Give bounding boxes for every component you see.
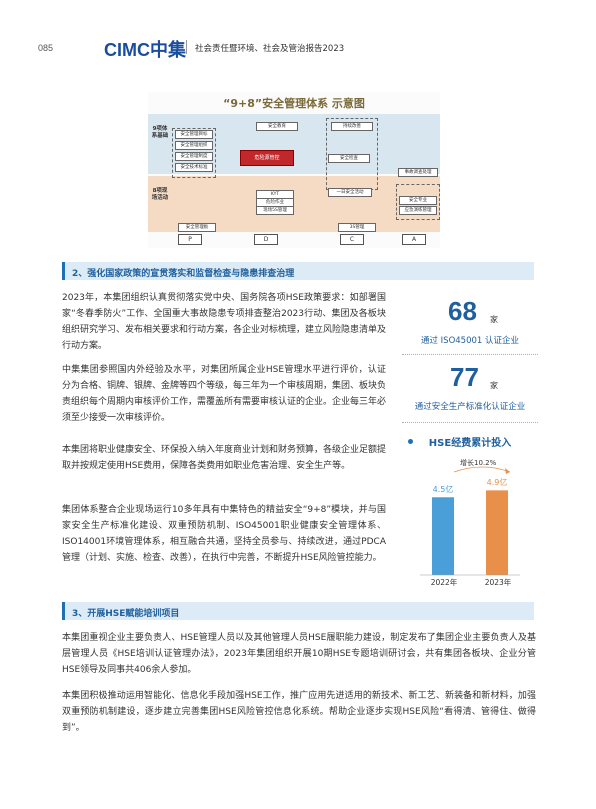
diagram-box: 安全教育: [256, 122, 298, 131]
diagram-box: 安全管理板: [178, 223, 216, 232]
diagram-box: 现场5S管理: [256, 206, 294, 215]
hse-chart-title: HSE经费累计投入: [402, 434, 538, 449]
section-title: 3、开展HSE赋能培训项目: [72, 609, 180, 619]
growth-annotation: 增长10.2%: [460, 459, 497, 467]
stat-number: 68: [448, 296, 477, 326]
safety-system-diagram: “9+8”安全管理体系 示意图 9项体系基础 8项现场活动 安全管理目标 安全管…: [148, 92, 440, 248]
hse-chart-title-text: HSE经费累计投入: [428, 438, 512, 449]
section-header: 2、强化国家政策的宣贯落实和监督检查与隐患排查治理: [62, 262, 534, 280]
x-tick-label: 2022年: [430, 578, 458, 587]
paragraph: 本集团将职业健康安全、环保投入纳入年度商业计划和财务预算，各级企业足额提取并按规…: [62, 445, 387, 471]
diagram-title: “9+8”安全管理体系 示意图: [223, 97, 365, 110]
report-title: 社会责任暨环境、社会及管治报告2023: [195, 44, 345, 54]
diagram-dashed-group: [172, 128, 216, 178]
paragraph: 2023年，本集团组织认真贯彻落实党中央、国务院各项HSE政策要求：如部署国家“…: [62, 293, 387, 351]
paragraph: 本集团积极推动运用智能化、信息化手段加强HSE工作，推广应用先进适用的新技术、新…: [62, 691, 536, 733]
diagram-box: 安全管理制度: [175, 152, 213, 161]
diagram-box: 一日安全活动: [328, 188, 372, 197]
paragraph: 本集团重视企业主要负责人、HSE管理人员以及其他管理人员HSE履职能力建设，制定…: [62, 633, 536, 675]
diagram-center-box: 危险源管控: [240, 150, 294, 166]
dotted-divider: [402, 422, 538, 424]
diagram-box: 应急演练管理: [399, 206, 437, 215]
diagram-box: 安全检查: [328, 154, 370, 163]
stat-number: 77: [450, 362, 479, 392]
dotted-divider: [402, 354, 538, 356]
diagram-dashed-group: [396, 184, 440, 220]
growth-arrowhead-icon: [505, 468, 510, 474]
section-header: 3、开展HSE赋能培训项目: [62, 602, 534, 620]
pdca-a: A: [402, 234, 426, 245]
diagram-box: 持续改善: [331, 122, 373, 131]
bar-value-label: 4.5亿: [432, 485, 454, 495]
diagram-box: 安全管理组织: [175, 141, 213, 150]
header-divider: [186, 40, 187, 54]
stat-caption: 通过安全生产标准化认证企业: [414, 402, 526, 412]
bullet-dot-icon: [408, 439, 413, 444]
cimc-logo: CIMC中集: [104, 40, 186, 60]
diagram-box: 事故调查处理: [398, 168, 438, 177]
stat-caption: 通过 ISO45001 认证企业: [420, 336, 520, 346]
stat-unit: 家: [490, 315, 498, 324]
diagram-side-label: 9项体系基础: [151, 126, 169, 139]
diagram-side-label: 8项现场活动: [151, 188, 169, 201]
diagram-box: 安全专业: [399, 196, 437, 205]
section-accent: [62, 262, 65, 280]
section-accent: [62, 602, 65, 620]
diagram-box: 安全技术标准: [175, 163, 213, 172]
section-title: 2、强化国家政策的宣贯落实和监督检查与隐患排查治理: [72, 269, 295, 279]
pdca-p: P: [178, 234, 202, 245]
pdca-c: C: [340, 234, 364, 245]
bar-2022年: [432, 497, 454, 575]
paragraph: 集团体系整合企业现场运行10多年具有中集特色的精益安全“9+8”模块，并与国家安…: [62, 505, 386, 563]
stat-unit: 家: [490, 381, 498, 390]
diagram-band-activities: [148, 176, 440, 232]
pdca-d: D: [254, 234, 278, 245]
bar-2023年: [486, 490, 508, 575]
pdca-row: P D C A: [170, 234, 440, 246]
paragraph: 中集集团参照国内外经验及水平，对集团所属企业HSE管理水平进行评价，认证分为合格…: [62, 365, 387, 423]
growth-arrow-icon: [453, 466, 511, 473]
diagram-box: 安全管理目标: [175, 130, 213, 139]
page-number: 085: [38, 43, 54, 53]
x-tick-label: 2023年: [484, 578, 512, 587]
bar-value-label: 4.9亿: [486, 478, 508, 488]
hse-bar-chart: [420, 466, 520, 576]
diagram-box: 3S管理: [338, 223, 376, 232]
